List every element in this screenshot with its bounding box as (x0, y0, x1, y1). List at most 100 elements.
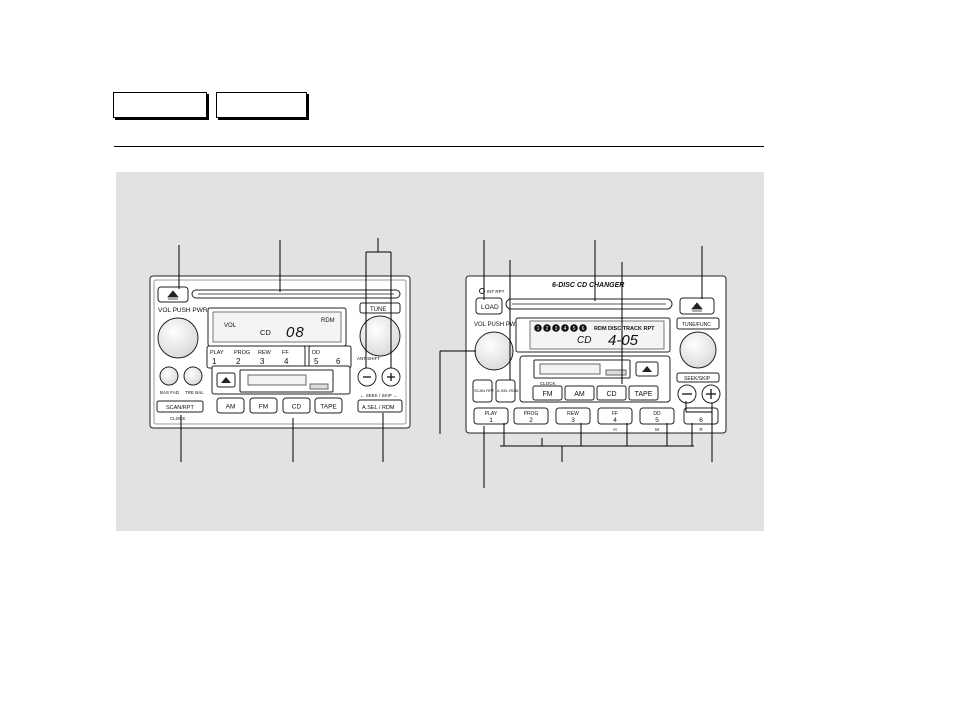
disc-indicator-6: 6 (579, 324, 587, 332)
disc-indicator-4: 4 (561, 324, 569, 332)
preset-sub-label: R (699, 427, 703, 432)
svg-text:4: 4 (564, 326, 567, 332)
left-seek-skip-label: ← SEEK / SKIP → (360, 393, 397, 398)
right-tune-label: TUNE/FUNC (682, 322, 711, 328)
left-vol-knob[interactable] (157, 317, 199, 359)
band-button-label: FM (542, 391, 552, 398)
right-seek-skip-label-box (676, 372, 720, 383)
left-tune-knob[interactable] (359, 315, 401, 357)
right-scan-rpt-button[interactable] (472, 379, 493, 403)
preset-sub-label: M (655, 427, 659, 432)
left-scan-rpt-button[interactable] (156, 400, 204, 413)
left-tune-label: TUNE (370, 307, 386, 313)
right-band-buttons: FM AM CD TAPE (532, 385, 659, 401)
right-display-header: RDM DISC TRACK RPT (594, 326, 655, 332)
right-preset-6-button[interactable]: 6 (683, 407, 719, 425)
left-band-button-am[interactable]: AM (216, 397, 245, 414)
disc-indicator-5: 5 (570, 324, 578, 332)
eject-icon (691, 302, 703, 312)
disc-indicator-1: 1 (534, 324, 542, 332)
svg-text:5: 5 (573, 326, 576, 332)
right-band-button-am[interactable]: AM (564, 385, 595, 401)
left-preset-5-button[interactable]: DD5 (312, 350, 320, 366)
right-band-button-tape[interactable]: TAPE (628, 385, 659, 401)
right-vol-pwr-label: VOL PUSH PW (474, 322, 516, 328)
left-band-buttons: AM FM CD TAPE (216, 397, 343, 414)
callout-lines (178, 238, 713, 488)
left-ant-shift-label: ANT SHIFT (357, 356, 380, 361)
right-brand-text: 6-DISC CD CHANGER (552, 282, 624, 289)
band-button-label: FM (259, 404, 268, 411)
left-display-cd: CD (260, 328, 271, 337)
left-display-rdm: RDM (321, 318, 335, 324)
right-band-button-cd[interactable]: CD (596, 385, 627, 401)
left-tre-bal-label: TRE BAL (185, 390, 204, 395)
preset-number-label: 4 (284, 357, 289, 366)
right-tune-knob[interactable] (679, 331, 717, 369)
right-load-button[interactable] (475, 297, 503, 315)
svg-text:6: 6 (582, 326, 585, 332)
band-button-label: AM (226, 404, 236, 411)
preset-function-label: DD (312, 350, 320, 356)
left-scan-rpt-label: SCAN/RPT (166, 405, 194, 411)
header-tab-2[interactable] (216, 92, 307, 118)
left-asel-rdm-label: A.SEL / RDM (362, 405, 395, 411)
preset-number-label: 2 (236, 357, 241, 366)
header-tab-1[interactable] (113, 92, 207, 118)
right-display-value: 4-05 (608, 332, 639, 349)
eject-icon (167, 290, 179, 300)
left-clock-label: CLOCK (170, 416, 186, 421)
left-bass-knob[interactable] (159, 366, 179, 386)
right-asel-rdm-button[interactable] (495, 379, 516, 403)
right-tune-label-box (676, 317, 720, 330)
left-radio-unit: VOL PUSH PWR VOL RDM CD 08 PLAY1PROG2REW… (149, 275, 411, 429)
left-asel-rdm-button[interactable] (357, 399, 403, 413)
svg-text:3: 3 (555, 326, 558, 332)
left-band-button-fm[interactable]: FM (249, 397, 278, 414)
band-button-label: AM (574, 391, 585, 398)
left-vol-pwr-label: VOL PUSH PWR (158, 307, 208, 314)
preset-sub-label: H (613, 427, 616, 432)
preset-function-label: PLAY (485, 411, 498, 417)
left-bas-fad-label: BAS FAD (160, 390, 180, 395)
left-band-button-cd[interactable]: CD (282, 397, 311, 414)
right-load-label: LOAD (481, 304, 499, 311)
right-preset-5-button[interactable]: DD5 (639, 407, 675, 425)
preset-function-label: FF (612, 411, 618, 417)
left-preset-6-button[interactable]: 6 (336, 357, 341, 366)
left-preset-4-button[interactable]: FF4 (282, 350, 289, 366)
left-treble-knob[interactable] (183, 366, 203, 386)
preset-number-label: 3 (260, 357, 265, 366)
header-rule (114, 146, 764, 147)
right-band-button-fm[interactable]: FM (532, 385, 563, 401)
svg-text:2: 2 (546, 326, 549, 332)
disc-indicator-3: 3 (552, 324, 560, 332)
right-clock-label: CLOCK (540, 381, 556, 386)
right-vol-knob[interactable] (474, 331, 514, 371)
preset-function-label: FF (282, 350, 289, 356)
preset-number-label: 6 (699, 417, 703, 424)
preset-number-label: 6 (336, 357, 341, 366)
right-asel-rdm-label: A.SEL RDM (497, 388, 518, 393)
preset-function-label: PROG (234, 350, 250, 356)
right-preset-4-button[interactable]: FF4 (597, 407, 633, 425)
preset-number-label: 2 (529, 417, 533, 424)
band-button-label: TAPE (635, 391, 653, 398)
left-tune-label-box (359, 302, 401, 314)
preset-function-label: REW (567, 411, 579, 417)
preset-number-label: 3 (571, 417, 575, 424)
left-band-button-tape[interactable]: TAPE (314, 397, 343, 414)
right-scan-rpt-label: SCAN RPT (474, 388, 495, 393)
preset-function-label: PLAY (210, 350, 224, 356)
disc-indicator-2: 2 (543, 324, 551, 332)
band-button-label: CD (292, 404, 302, 411)
left-display-track: 08 (286, 324, 305, 341)
